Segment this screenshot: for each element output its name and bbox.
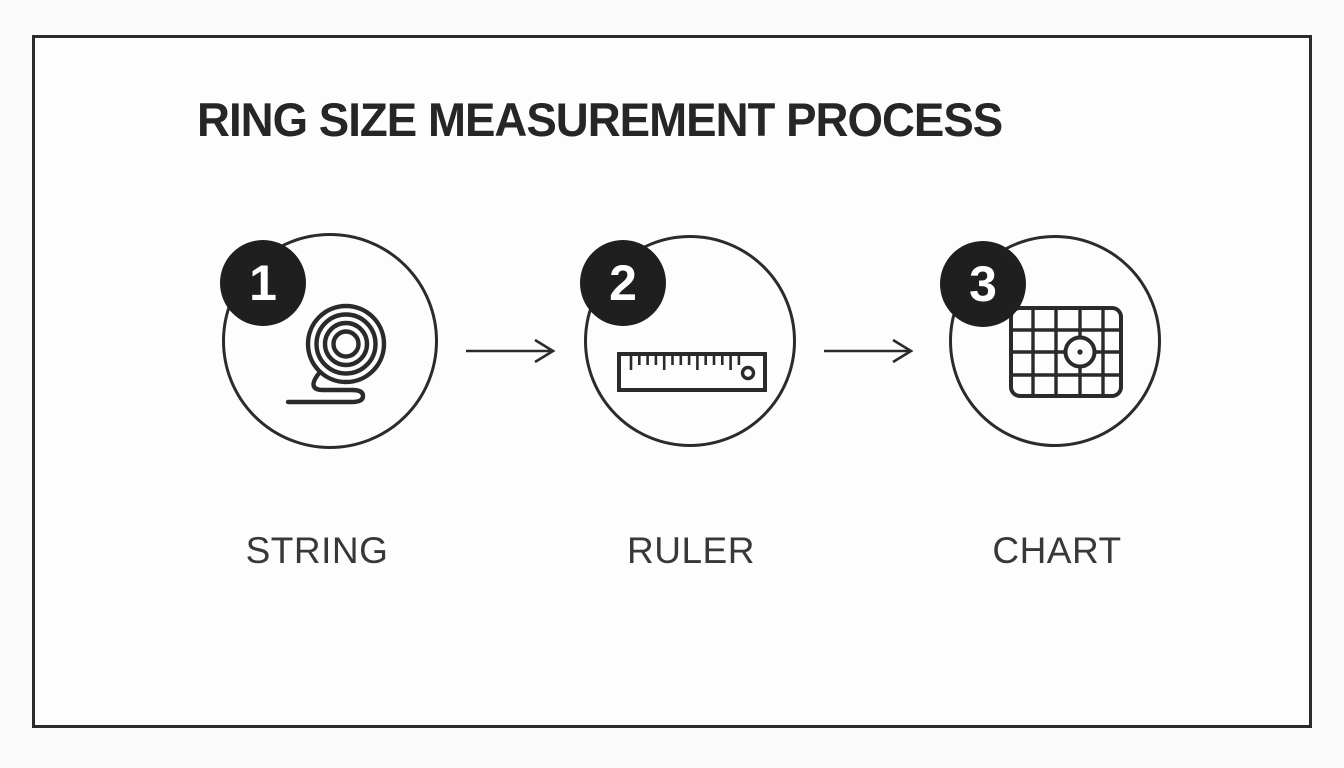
step-1-label: STRING (245, 530, 389, 571)
step-1-number: 1 (249, 255, 277, 311)
arrow-right-icon (824, 338, 914, 364)
arrow-right-icon (466, 338, 556, 364)
step-3-number-badge: 3 (940, 241, 1026, 327)
step-2-number-badge: 2 (580, 240, 666, 326)
step-2-label: RULER (627, 530, 755, 571)
ruler-icon (617, 352, 767, 392)
step-3-number: 3 (969, 256, 997, 312)
step-3-label: CHART (992, 530, 1122, 571)
diagram-frame: RING SIZE MEASUREMENT PROCESS 1 STRING 2 (32, 35, 1312, 728)
step-2-number: 2 (609, 255, 637, 311)
size-chart-grid-icon (1009, 306, 1123, 398)
step-1-number-badge: 1 (220, 240, 306, 326)
string-coil-icon (285, 303, 387, 405)
diagram-title: RING SIZE MEASUREMENT PROCESS (197, 93, 1003, 146)
